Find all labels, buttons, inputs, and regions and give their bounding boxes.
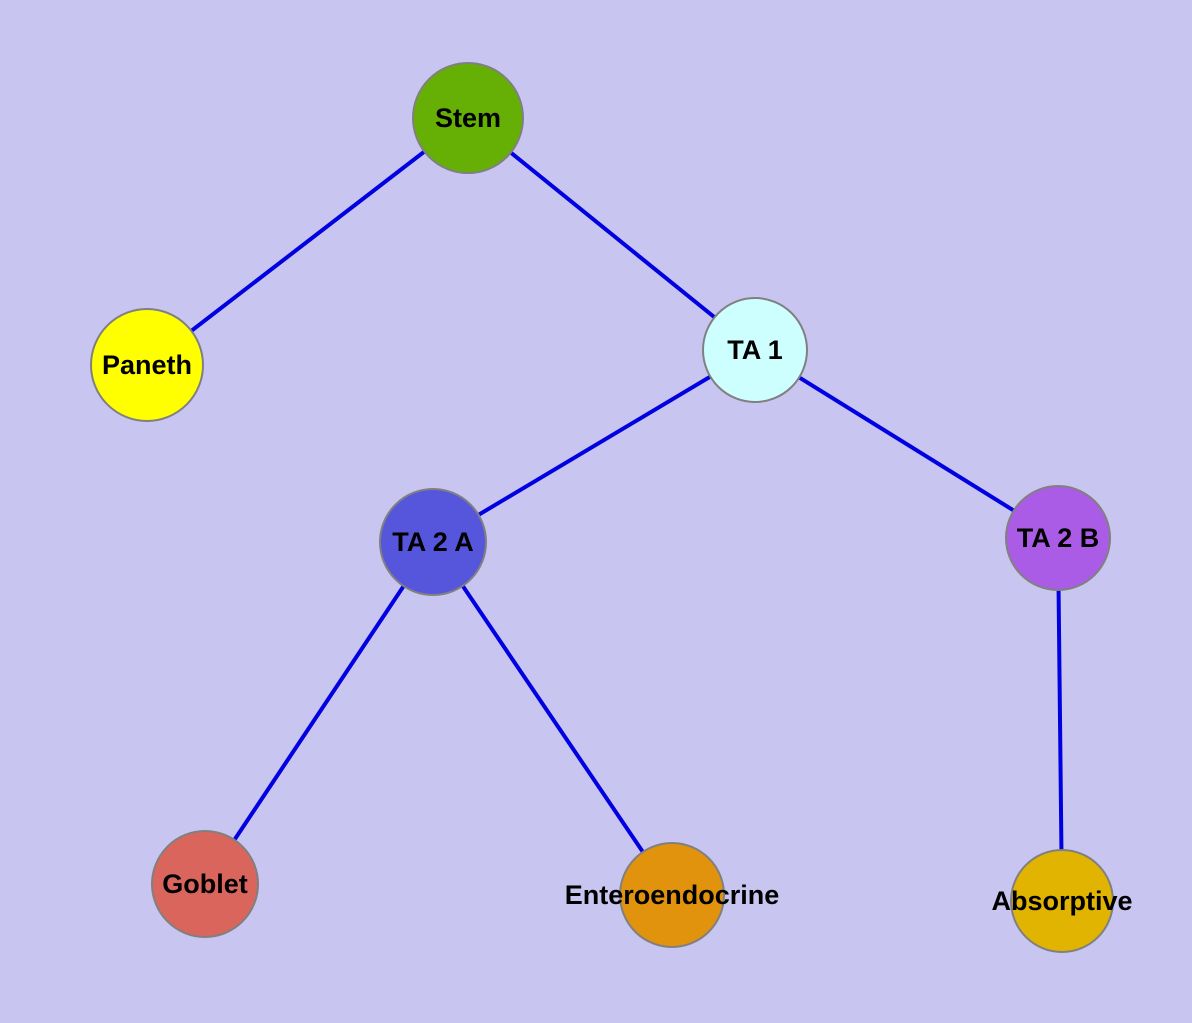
node-enteroendocrine: Enteroendocrine: [565, 842, 780, 948]
node-absorptive: Absorptive: [991, 849, 1133, 953]
node-circle-stem: [412, 62, 524, 174]
node-circle-ta2b: [1005, 485, 1111, 591]
node-label-stem: Stem: [435, 103, 501, 133]
edge-ta2a-enteroendocrine: [431, 540, 674, 897]
node-circle-goblet: [151, 830, 259, 938]
node-label-goblet: Goblet: [162, 869, 248, 899]
node-circle-ta1: [702, 297, 808, 403]
node-label-ta2a: TA 2 A: [392, 527, 474, 557]
edge-ta1-ta2b: [753, 348, 1060, 540]
node-label-ta1: TA 1: [727, 335, 783, 365]
node-circle-absorptive: [1010, 849, 1114, 953]
node-label-absorptive: Absorptive: [991, 886, 1132, 916]
edge-stem-paneth: [145, 116, 470, 367]
node-ta1: TA 1: [702, 297, 808, 403]
node-paneth: Paneth: [90, 308, 204, 422]
edge-ta1-ta2a: [431, 348, 757, 544]
node-goblet: Goblet: [151, 830, 259, 938]
node-circle-enteroendocrine: [619, 842, 725, 948]
edge-ta2a-goblet: [203, 540, 435, 886]
edge-stem-ta1: [466, 116, 757, 352]
node-circle-ta2a: [379, 488, 487, 596]
node-ta2a: TA 2 A: [379, 488, 487, 596]
edge-ta2b-absorptive: [1056, 536, 1064, 903]
edges-layer: [145, 116, 1064, 903]
node-label-paneth: Paneth: [102, 350, 192, 380]
node-label-enteroendocrine: Enteroendocrine: [565, 880, 780, 910]
node-stem: Stem: [412, 62, 524, 174]
node-ta2b: TA 2 B: [1005, 485, 1111, 591]
node-circle-paneth: [90, 308, 204, 422]
node-label-ta2b: TA 2 B: [1017, 523, 1100, 553]
